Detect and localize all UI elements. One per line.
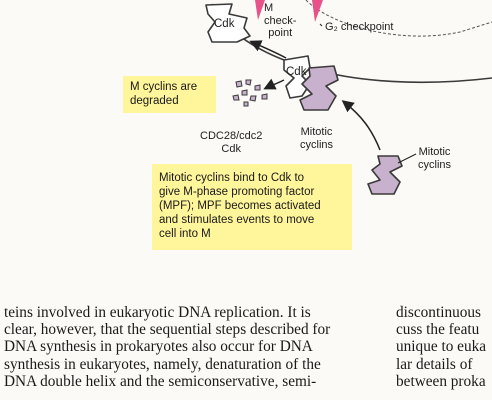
cell-cycle-arc-inner <box>305 0 492 37</box>
body-line: lar details of <box>396 355 473 373</box>
cell-cycle-diagram: Cdk Cdk <box>205 0 492 195</box>
degraded-callout: M cyclins are degraded <box>123 76 216 113</box>
mitotic-cyclins-bound-line1: Mitotic <box>300 126 333 138</box>
degraded-line2: degraded <box>130 95 179 107</box>
cdk-center-label: Cdk <box>286 66 307 78</box>
body-line: between proka <box>396 372 486 390</box>
mitotic-cyclins-bound-line2: cyclins <box>300 138 334 151</box>
m-checkpoint-line3: point <box>268 27 293 39</box>
mitotic-cyclins-bound-label: Mitotic cyclins <box>300 126 333 151</box>
mpf-line4: and stimulates events to move <box>159 214 315 226</box>
body-column-2: discontinuous cuss the featu unique to e… <box>396 304 486 390</box>
body-line: discontinuous <box>396 304 481 321</box>
mitotic-cyclins-free-line2: cyclins <box>418 158 452 171</box>
body-line: synthesis in eukaryotes, namely, denatur… <box>4 355 321 373</box>
g2-checkpoint-label: G₂ checkpoint <box>325 21 394 33</box>
mpf-line1: Mitotic cyclins bind to Cdk to <box>159 172 305 184</box>
body-line: DNA double helix and the semiconservativ… <box>4 372 317 390</box>
m-checkpoint-line1: M <box>264 2 274 14</box>
degraded-fragments <box>232 79 268 107</box>
cdk-cyclin-complex <box>283 55 339 111</box>
cdk-top-shape <box>205 3 251 43</box>
arrow-to-degraded <box>263 78 285 90</box>
leader-mitotic-cyclins <box>397 153 417 164</box>
cdc28-line1: CDC28/cdc2 <box>200 130 263 142</box>
mitotic-cyclins-free-line1: Mitotic <box>418 146 451 158</box>
body-line: cuss the featu <box>396 321 480 339</box>
mpf-callout: Mitotic cyclins bind to Cdk to give M-ph… <box>152 164 352 250</box>
mpf-line2: give M-phase promoting factor <box>159 186 315 198</box>
body-line: teins involved in eukaryotic DNA replica… <box>4 304 311 321</box>
arrow-cyclin-binding <box>341 100 381 151</box>
body-line: unique to euka <box>396 338 487 356</box>
body-line: clear, however, that the sequential step… <box>4 321 331 339</box>
cdc28-line2: Cdk <box>221 142 241 155</box>
g2-checkpoint-marker <box>312 0 323 22</box>
m-checkpoint-line2: check- <box>264 14 297 27</box>
mpf-line3: (MPF); MPF becomes activated <box>159 200 321 212</box>
cdk-top-label: Cdk <box>214 18 235 30</box>
cdc28-label: CDC28/cdc2 Cdk <box>200 130 262 155</box>
free-cyclin-shape <box>367 155 403 195</box>
m-checkpoint-label: M check- point <box>264 2 296 40</box>
arrow-to-cdk-top <box>249 40 287 59</box>
degraded-line1: M cyclins are <box>130 81 198 93</box>
mitotic-cyclins-free-label: Mitotic cyclins <box>418 146 451 171</box>
leader-g2 <box>319 23 323 27</box>
mpf-line5: cell into M <box>159 228 211 240</box>
m-checkpoint-marker <box>255 0 265 20</box>
body-line: DNA synthesis in prokaryotes also occur … <box>4 338 313 356</box>
body-column-1: teins involved in eukaryotic DNA replica… <box>4 304 330 390</box>
